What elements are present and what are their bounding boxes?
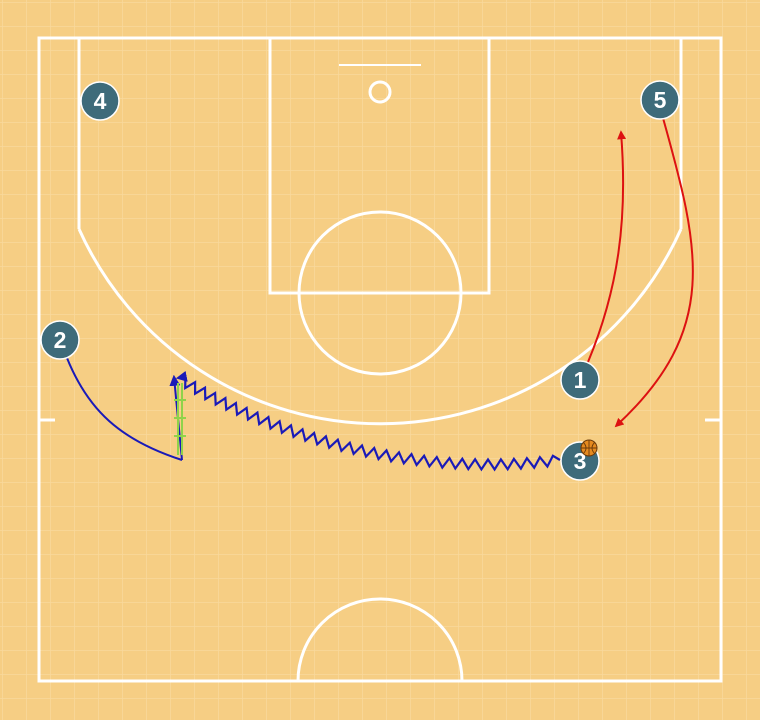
player-3[interactable]: 3 <box>560 439 600 481</box>
play-actions <box>66 117 694 472</box>
center-circle <box>296 597 464 682</box>
player-number: 5 <box>654 87 667 113</box>
player-2[interactable]: 2 <box>40 320 80 360</box>
court-lines <box>37 36 723 683</box>
player-token <box>40 320 80 360</box>
player-token <box>560 360 600 400</box>
player-4[interactable]: 4 <box>80 81 120 121</box>
player-token <box>640 80 680 120</box>
screen-marker <box>174 383 186 455</box>
move-path-player-2 <box>66 357 183 461</box>
paint <box>268 36 491 295</box>
three-point-arc <box>77 228 683 426</box>
basketball-icon <box>580 439 598 457</box>
free-throw-circle <box>297 210 463 376</box>
player-number: 4 <box>94 88 107 114</box>
rim <box>368 80 392 104</box>
player-1[interactable]: 1 <box>560 360 600 400</box>
cut-path-player-5 <box>614 117 694 428</box>
player-token <box>80 81 120 121</box>
player-number: 2 <box>54 327 67 353</box>
player-number: 3 <box>574 448 587 474</box>
cut-path-player-1 <box>587 130 627 363</box>
player-number: 1 <box>574 367 587 393</box>
dribble-path-player-3 <box>175 370 561 472</box>
ball-seams <box>581 440 597 456</box>
player-5[interactable]: 5 <box>640 80 680 120</box>
players: 4 5 2 1 3 <box>40 80 680 481</box>
